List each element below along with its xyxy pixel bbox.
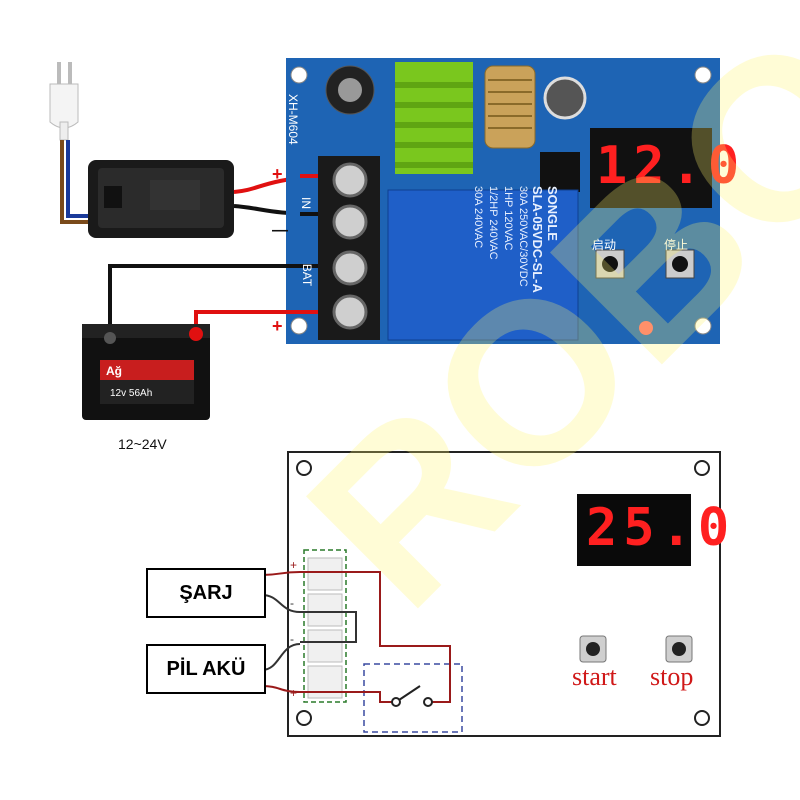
- relay-rating-2: 1HP 120VAC: [502, 186, 514, 251]
- board-model-label: XH-M604: [286, 94, 300, 145]
- bat-label: BAT: [300, 263, 315, 287]
- battery-brand: Ağ: [106, 364, 122, 378]
- schematic-diagram: [261, 451, 721, 737]
- in-minus-sign: —: [272, 222, 288, 239]
- relay-rating-3: 1/2HP 240VAC: [487, 186, 499, 260]
- relay-brand: SONGLE: [545, 186, 560, 241]
- schematic-display-value: 25.0: [586, 498, 736, 558]
- stop-label: stop: [650, 662, 694, 691]
- start-label: start: [572, 662, 617, 691]
- relay-text: SONGLE SLA-05VDC-SL-A 30A 250VAC/30VDC 1…: [420, 186, 560, 346]
- wiring-illustration: [49, 58, 720, 420]
- battery: [82, 324, 210, 420]
- in-label: IN: [299, 197, 313, 209]
- power-plug-icon: [49, 62, 79, 141]
- bat-plus-sign: +: [272, 316, 283, 336]
- board-display: [590, 128, 712, 208]
- relay-switch-box: [363, 663, 463, 733]
- board-display-value: 12.0: [596, 136, 746, 196]
- battery-label: PİL AKÜ: [146, 644, 266, 694]
- charge-minus: -: [290, 596, 294, 610]
- in-plus-sign: +: [272, 164, 283, 184]
- battery-voltage-caption: 12~24V: [118, 436, 167, 452]
- charge-label: ŞARJ: [146, 568, 266, 618]
- relay-rating-1: 30A 250VAC/30VDC: [517, 186, 529, 287]
- pcb-board: [286, 58, 720, 344]
- battery-plus: +: [290, 686, 298, 700]
- battery-label-12v: 12v 56Ah: [110, 388, 153, 399]
- relay-model: SLA-05VDC-SL-A: [530, 186, 545, 293]
- battery-minus: -: [290, 632, 294, 646]
- relay: [387, 189, 579, 341]
- start-label-cn: 启动: [592, 238, 617, 252]
- stop-label-cn: 停止: [664, 238, 689, 252]
- charge-plus: +: [290, 558, 298, 572]
- power-adapter: [88, 160, 234, 238]
- relay-rating-4: 30A 240VAC: [472, 186, 484, 249]
- schematic-display: [577, 494, 691, 566]
- terminal-block: [303, 549, 347, 703]
- switch-contact: [391, 697, 401, 707]
